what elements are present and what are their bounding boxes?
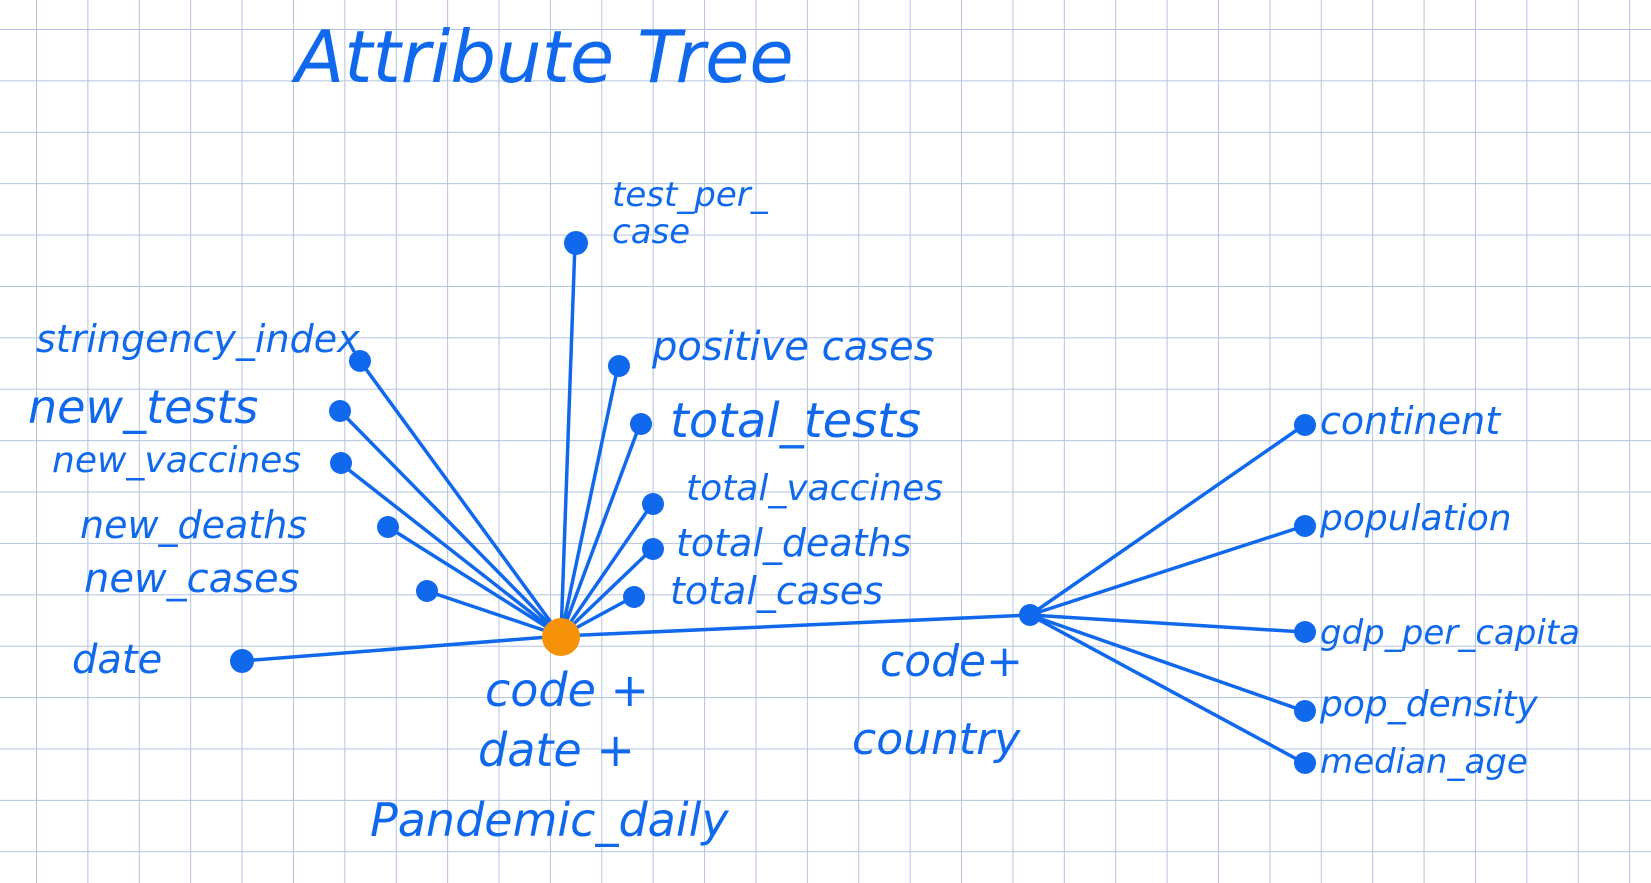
edge-stringency-index <box>358 359 563 638</box>
edge-continent <box>1028 423 1306 617</box>
node-total-cases <box>623 586 645 608</box>
label-new-cases: new_cases <box>84 556 299 602</box>
node-total-tests <box>630 413 652 435</box>
country-label-line1: code+ <box>880 636 1023 687</box>
node-median-age <box>1294 752 1316 774</box>
edge-new-tests <box>338 409 563 638</box>
node-total-vaccines <box>642 493 664 515</box>
node-new-vaccines <box>330 452 352 474</box>
label-gdp-per-capita: gdp_per_capita <box>1320 613 1580 653</box>
node-positive-cases <box>608 355 630 377</box>
label-positive-cases: positive cases <box>651 324 934 370</box>
node-stringency-index <box>349 350 371 372</box>
edge-median-age <box>1028 613 1306 765</box>
node-country <box>1019 604 1041 626</box>
label-total-cases: total_cases <box>670 569 883 613</box>
edge-population <box>1028 524 1306 617</box>
node-gdp-per-capita <box>1294 621 1316 643</box>
node-continent <box>1294 414 1316 436</box>
label-date: date <box>72 637 162 683</box>
edge-hub-to-country <box>559 613 1032 638</box>
label-test-per-case-line1: test_per_ <box>612 175 769 215</box>
edge-total-tests <box>559 422 642 638</box>
edge-pop-density <box>1028 613 1306 713</box>
label-test-per-case-line2: case <box>612 212 690 252</box>
leaf-nodes <box>230 231 1316 774</box>
country-edges <box>1028 423 1306 765</box>
node-total-deaths <box>642 538 664 560</box>
edge-positive-cases <box>559 364 620 638</box>
hub-label-line1: code + <box>485 663 649 717</box>
node-pop-density <box>1294 700 1316 722</box>
edge-total-deaths <box>559 547 654 638</box>
hub-label-line3: Pandemic_daily <box>370 793 729 847</box>
label-population: population <box>1319 498 1512 539</box>
edge-total-vaccines <box>559 502 654 638</box>
label-pop-density: pop_density <box>1319 684 1538 725</box>
label-new-deaths: new_deaths <box>80 503 307 547</box>
node-population <box>1294 515 1316 537</box>
country-label-line2: country <box>852 714 1021 765</box>
node-test-per-case <box>564 231 588 255</box>
label-new-vaccines: new_vaccines <box>52 440 301 481</box>
hub-node-pandemic-daily <box>542 618 580 656</box>
hub-label-line2: date + <box>478 723 635 777</box>
edge-new-vaccines <box>338 461 563 638</box>
label-stringency-index: stringency_index <box>36 317 360 361</box>
label-continent: continent <box>1320 399 1502 443</box>
edge-new-cases <box>425 589 563 638</box>
edge-date <box>239 634 563 663</box>
node-new-tests <box>329 400 351 422</box>
node-date <box>230 649 254 673</box>
node-new-cases <box>416 580 438 602</box>
edge-new-deaths <box>386 525 563 638</box>
label-median-age: median_age <box>1320 742 1528 782</box>
label-total-vaccines: total_vaccines <box>686 468 943 509</box>
edge-test-per-case <box>559 241 577 638</box>
label-new-tests: new_tests <box>28 380 258 434</box>
diagram-title: Attribute Tree <box>291 15 794 99</box>
edge-gdp-per-capita <box>1028 613 1306 634</box>
node-new-deaths <box>377 516 399 538</box>
label-total-deaths: total_deaths <box>676 521 911 565</box>
label-total-tests: total_tests <box>670 393 921 449</box>
